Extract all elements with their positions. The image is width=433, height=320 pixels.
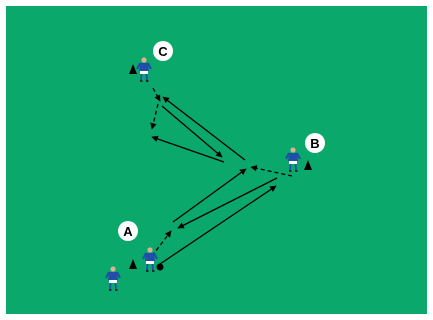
label-a: A xyxy=(118,221,138,241)
label-b-text: B xyxy=(310,136,319,151)
label-c: C xyxy=(153,41,173,61)
label-c-text: C xyxy=(158,44,168,59)
label-b: B xyxy=(305,133,325,153)
ball xyxy=(157,264,164,271)
label-a-text: A xyxy=(123,224,133,239)
